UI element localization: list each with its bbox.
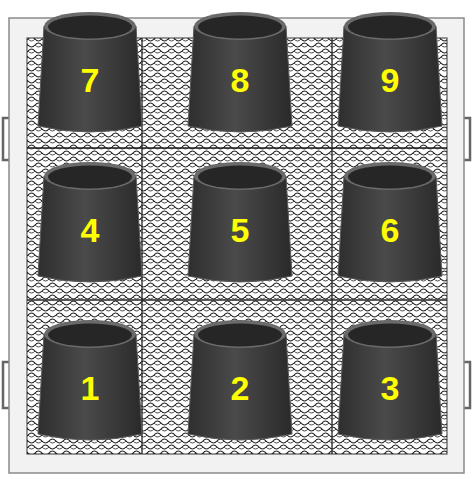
pot: 7 <box>35 10 145 136</box>
pot: 5 <box>185 160 295 286</box>
pot: 6 <box>335 160 445 286</box>
pot-number: 7 <box>35 63 145 97</box>
pot-number: 6 <box>335 213 445 247</box>
pot: 4 <box>35 160 145 286</box>
pot-number: 1 <box>35 371 145 405</box>
pot-number: 4 <box>35 213 145 247</box>
pot-number: 3 <box>335 371 445 405</box>
pot: 9 <box>335 10 445 136</box>
pot-number: 2 <box>185 371 295 405</box>
pot-number: 9 <box>335 63 445 97</box>
pot: 3 <box>335 318 445 444</box>
pot: 2 <box>185 318 295 444</box>
frame <box>9 18 464 473</box>
pot: 8 <box>185 10 295 136</box>
pot-number: 5 <box>185 213 295 247</box>
pot-number: 8 <box>185 63 295 97</box>
pot: 1 <box>35 318 145 444</box>
